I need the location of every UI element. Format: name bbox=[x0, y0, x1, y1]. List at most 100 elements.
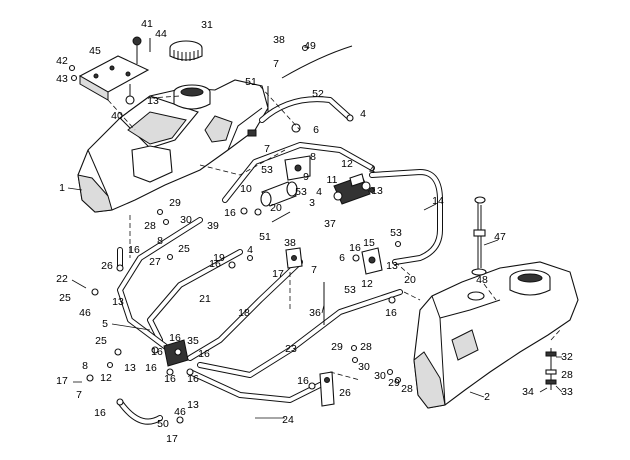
callout-32: 32 bbox=[561, 351, 573, 363]
callout-50: 50 bbox=[157, 418, 169, 430]
callout-4: 4 bbox=[360, 108, 366, 120]
callout-39: 39 bbox=[207, 220, 219, 232]
callout-29: 29 bbox=[388, 377, 400, 389]
callout-53: 53 bbox=[390, 227, 402, 239]
callout-7: 7 bbox=[76, 389, 82, 401]
callout-10: 10 bbox=[240, 183, 252, 195]
callout-16: 16 bbox=[145, 362, 157, 374]
callout-44: 44 bbox=[155, 28, 167, 40]
callout-12: 12 bbox=[361, 278, 373, 290]
callout-7: 7 bbox=[264, 143, 270, 155]
fuel-cap bbox=[169, 40, 203, 61]
callout-7: 7 bbox=[273, 58, 279, 70]
callout-13: 13 bbox=[112, 296, 124, 308]
callout-13: 13 bbox=[386, 260, 398, 272]
callout-36: 36 bbox=[309, 307, 321, 319]
callout-9: 9 bbox=[303, 171, 309, 183]
callout-11: 11 bbox=[327, 174, 338, 186]
callout-24: 24 bbox=[282, 414, 294, 426]
callout-53: 53 bbox=[261, 164, 273, 176]
fuel-filter bbox=[260, 155, 311, 207]
callout-16: 16 bbox=[224, 207, 236, 219]
callout-45: 45 bbox=[89, 45, 101, 57]
callout-26: 26 bbox=[339, 387, 351, 399]
callout-15: 15 bbox=[363, 237, 375, 249]
callout-38: 38 bbox=[273, 34, 285, 46]
hose-clamps bbox=[68, 44, 402, 424]
callout-30: 30 bbox=[374, 370, 386, 382]
callout-49: 49 bbox=[304, 40, 316, 52]
callout-leaders bbox=[67, 187, 563, 419]
callout-26: 26 bbox=[101, 260, 113, 272]
callout-16: 16 bbox=[128, 244, 140, 256]
callout-16: 16 bbox=[169, 332, 181, 344]
callout-28: 28 bbox=[561, 369, 573, 381]
callout-4: 4 bbox=[316, 186, 322, 198]
shutoff-valve bbox=[163, 339, 189, 367]
callout-29: 29 bbox=[169, 197, 181, 209]
callout-28: 28 bbox=[401, 383, 413, 395]
callout-51: 51 bbox=[245, 76, 257, 88]
callout-38: 38 bbox=[284, 237, 296, 249]
callout-23: 23 bbox=[285, 343, 297, 355]
callout-47: 47 bbox=[494, 231, 506, 243]
callout-3: 3 bbox=[309, 197, 315, 209]
callout-13: 13 bbox=[187, 399, 199, 411]
callout-25: 25 bbox=[59, 292, 71, 304]
assembly-guide-lines bbox=[107, 85, 561, 381]
callout-17: 17 bbox=[56, 375, 68, 387]
callout-31: 31 bbox=[201, 19, 213, 31]
mounting-bracket bbox=[78, 36, 151, 105]
callout-30: 30 bbox=[358, 361, 370, 373]
callout-16: 16 bbox=[385, 307, 397, 319]
callout-17: 17 bbox=[272, 268, 284, 280]
callout-33: 33 bbox=[561, 386, 573, 398]
drain-valve bbox=[319, 371, 335, 407]
callout-16: 16 bbox=[94, 407, 106, 419]
callout-14: 14 bbox=[432, 195, 444, 207]
callout-16: 16 bbox=[349, 242, 361, 254]
mounting-stud-stack bbox=[545, 348, 557, 390]
callout-4: 4 bbox=[369, 164, 375, 176]
callout-19: 19 bbox=[213, 252, 225, 264]
callout-30: 30 bbox=[180, 214, 192, 226]
callout-6: 6 bbox=[339, 252, 345, 264]
callout-13: 13 bbox=[124, 362, 136, 374]
callout-22: 22 bbox=[56, 273, 68, 285]
callout-2: 2 bbox=[484, 391, 490, 403]
upper-fuel-tank bbox=[77, 79, 269, 213]
callout-42: 42 bbox=[56, 55, 68, 67]
fuel-pump bbox=[333, 173, 371, 205]
lower-fuel-tank bbox=[413, 261, 579, 409]
callout-28: 28 bbox=[144, 220, 156, 232]
callout-20: 20 bbox=[404, 274, 416, 286]
callout-21: 21 bbox=[199, 293, 211, 305]
callout-12: 12 bbox=[341, 158, 353, 170]
check-valve bbox=[285, 247, 303, 269]
callout-41: 41 bbox=[141, 18, 153, 30]
callout-34: 34 bbox=[522, 386, 534, 398]
callout-7: 7 bbox=[311, 264, 317, 276]
callout-29: 29 bbox=[331, 341, 343, 353]
callout-46: 46 bbox=[79, 307, 91, 319]
callout-13: 13 bbox=[371, 185, 383, 197]
callout-40: 40 bbox=[111, 110, 123, 122]
callout-4: 4 bbox=[247, 244, 253, 256]
callout-53: 53 bbox=[295, 186, 307, 198]
callout-28: 28 bbox=[360, 341, 372, 353]
callout-52: 52 bbox=[312, 88, 324, 100]
callout-37: 37 bbox=[324, 218, 336, 230]
callout-48: 48 bbox=[476, 274, 488, 286]
callout-8: 8 bbox=[157, 235, 163, 247]
fuel-hoses bbox=[117, 96, 443, 425]
callout-16: 16 bbox=[164, 373, 176, 385]
callout-51: 51 bbox=[259, 231, 271, 243]
callout-12: 12 bbox=[100, 372, 112, 384]
callout-6: 6 bbox=[313, 124, 319, 136]
callout-53: 53 bbox=[344, 284, 356, 296]
callout-16: 16 bbox=[187, 373, 199, 385]
callout-8: 8 bbox=[310, 151, 316, 163]
callout-35: 35 bbox=[187, 335, 199, 347]
